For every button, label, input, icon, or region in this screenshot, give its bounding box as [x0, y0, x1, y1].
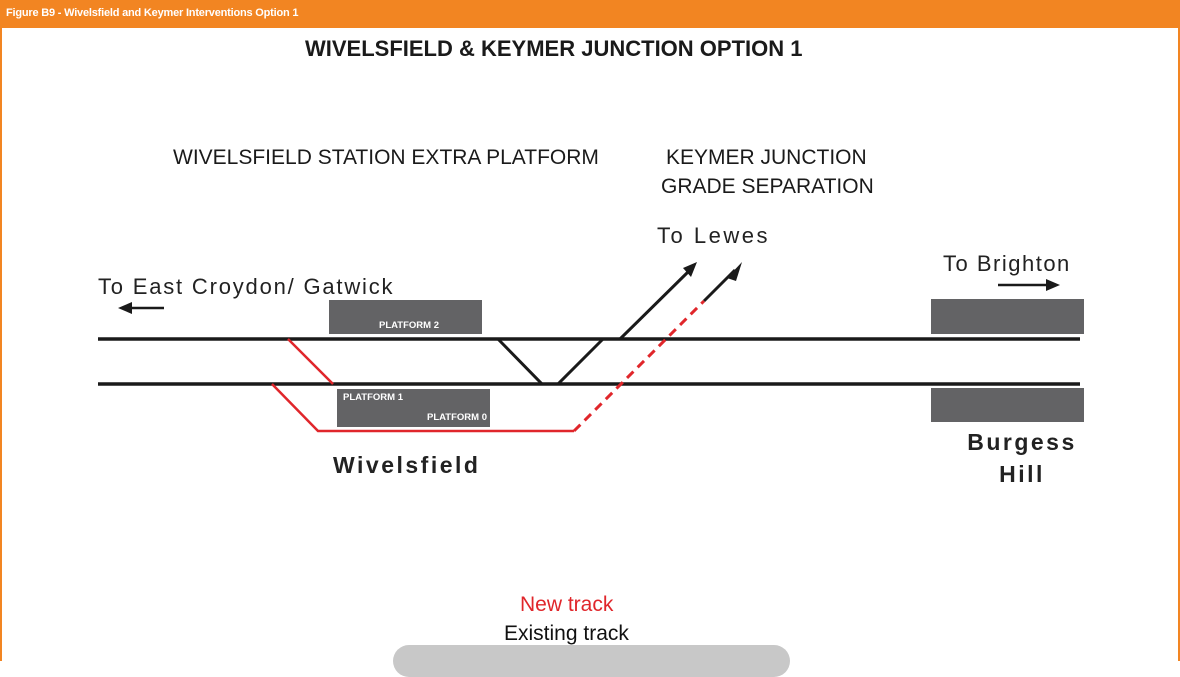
existing-crossover-left	[496, 337, 544, 386]
station-name-burgess-line2: Hill	[999, 461, 1045, 487]
frame-left-border	[0, 28, 2, 661]
legend-new-track: New track	[520, 593, 614, 616]
platform-2-block	[329, 300, 482, 334]
platform-1-label: PLATFORM 1	[343, 392, 403, 403]
brighton-arrowhead	[1046, 279, 1060, 291]
station-name-wivelsfield: Wivelsfield	[333, 452, 481, 478]
lewes-branch-outbound	[618, 268, 692, 341]
frame-right-border	[1178, 28, 1180, 661]
figure-caption: Figure B9 - Wivelsfield and Keymer Inter…	[6, 7, 299, 19]
lewes-outbound-arrowhead	[683, 262, 697, 277]
east-croydon-arrowhead	[118, 302, 132, 314]
station-name-burgess-line1: Burgess	[967, 429, 1077, 455]
platform-2-label: PLATFORM 2	[379, 320, 439, 331]
destination-to-east-croydon: To East Croydon/ Gatwick	[98, 274, 395, 299]
new-track-platform-0-loop	[271, 383, 574, 433]
new-track-flyover-dashed	[572, 299, 706, 433]
lewes-inbound-arrowhead	[727, 262, 742, 281]
burgess-hill-upper-platform	[931, 299, 1084, 334]
section-title-keymer-line2: GRADE SEPARATION	[661, 175, 874, 198]
platform-1-0-block	[337, 389, 490, 427]
figure-header-bar: Figure B9 - Wivelsfield and Keymer Inter…	[0, 0, 1180, 28]
burgess-hill-lower-platform	[931, 388, 1084, 422]
destination-to-lewes: To Lewes	[657, 223, 770, 248]
section-title-wivelsfield-platform: WIVELSFIELD STATION EXTRA PLATFORM	[173, 146, 599, 169]
track-diagram	[98, 262, 1084, 433]
diagram-title: WIVELSFIELD & KEYMER JUNCTION OPTION 1	[305, 36, 803, 61]
platform-0-label: PLATFORM 0	[427, 412, 487, 423]
existing-crossover-right	[556, 337, 605, 386]
new-track-crossover	[287, 338, 334, 385]
viewer-toolbar-pill[interactable]	[393, 645, 790, 677]
legend-existing-track: Existing track	[504, 622, 629, 645]
section-title-keymer-line1: KEYMER JUNCTION	[666, 146, 867, 169]
destination-to-brighton: To Brighton	[943, 251, 1071, 276]
